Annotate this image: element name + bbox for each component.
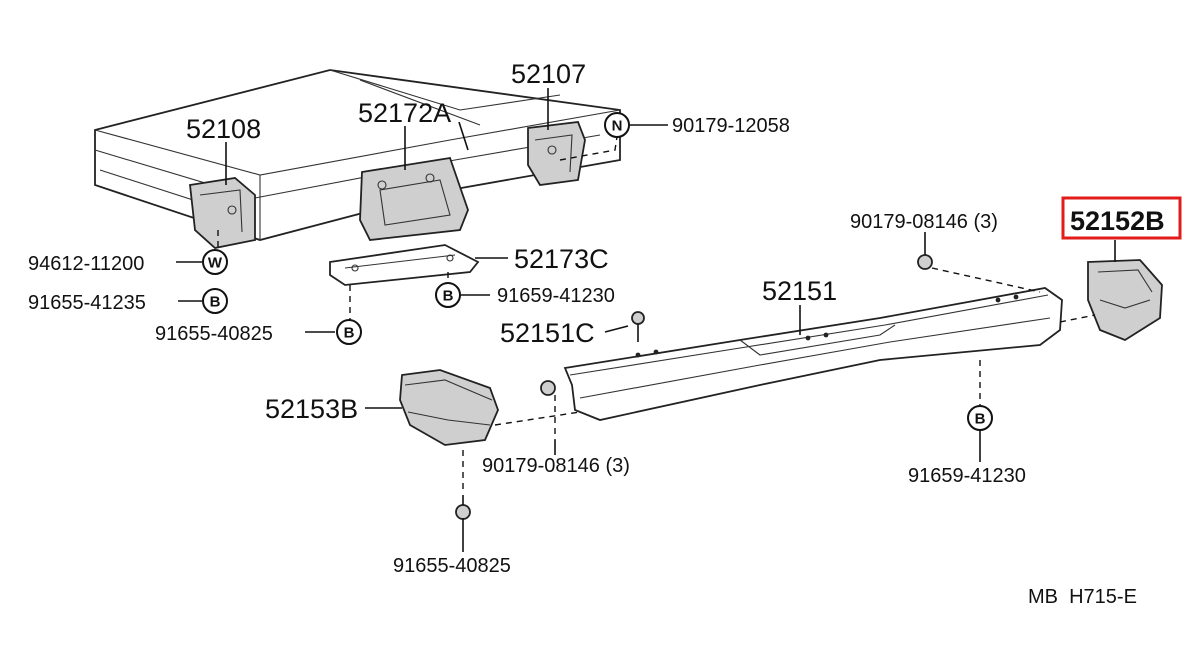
- plate-52173c: [329, 244, 480, 286]
- bolt-91655-40825-bottom: [455, 495, 471, 520]
- label-52107[interactable]: 52107: [511, 59, 586, 89]
- label-90179-08146-top[interactable]: 90179-08146 (3): [850, 211, 998, 233]
- label-91659-41230-right[interactable]: 91659-41230: [908, 465, 1026, 487]
- label-91655-41235[interactable]: 91655-41235: [28, 292, 146, 314]
- label-52173c[interactable]: 52173C: [514, 244, 609, 274]
- bracket-52108: [189, 177, 256, 249]
- label-91659-41230-mid[interactable]: 91659-41230: [497, 285, 615, 307]
- label-52108[interactable]: 52108: [186, 114, 261, 144]
- leader-lines: [176, 88, 1116, 552]
- nut-90179-08146-top: [917, 254, 933, 270]
- svg-text:B: B: [344, 325, 355, 342]
- label-52153b[interactable]: 52153B: [265, 394, 358, 424]
- bumper-end-52153b: [399, 369, 499, 446]
- highlight-box: [1061, 196, 1182, 240]
- plate-52172a: [359, 156, 469, 241]
- symbol-b-91659-41230-mid: B: [435, 282, 461, 308]
- bracket-52107: [527, 121, 586, 186]
- label-90179-12058[interactable]: 90179-12058: [672, 115, 790, 137]
- nut-90179-08146-bottom: [540, 380, 556, 396]
- label-52151[interactable]: 52151: [762, 276, 837, 306]
- svg-text:B: B: [975, 411, 986, 428]
- diagram-code: MB H715-E: [1028, 586, 1137, 608]
- symbol-b-91659-41230-right: B: [967, 405, 993, 431]
- label-91655-40825-bottom[interactable]: 91655-40825: [393, 555, 511, 577]
- svg-text:N: N: [612, 118, 623, 135]
- svg-text:B: B: [210, 294, 221, 311]
- bumper-end-52152b: [1087, 259, 1163, 342]
- symbol-b-91655-41235: B: [202, 288, 228, 314]
- label-52152b[interactable]: 52152B: [1070, 206, 1165, 236]
- symbol-b-91655-40825-left: B: [336, 319, 362, 345]
- bolt-52151c: [631, 311, 645, 342]
- symbol-w: W: [202, 249, 228, 275]
- svg-text:B: B: [443, 288, 454, 305]
- label-52151c[interactable]: 52151C: [500, 318, 595, 348]
- label-90179-08146-bottom[interactable]: 90179-08146 (3): [482, 455, 630, 477]
- label-91655-40825-left[interactable]: 91655-40825: [155, 323, 273, 345]
- label-52172a[interactable]: 52172A: [358, 98, 451, 128]
- label-94612-11200[interactable]: 94612-11200: [28, 253, 144, 275]
- svg-text:W: W: [208, 255, 223, 272]
- symbol-n: N: [604, 112, 630, 138]
- bumper-52151: [563, 287, 1063, 421]
